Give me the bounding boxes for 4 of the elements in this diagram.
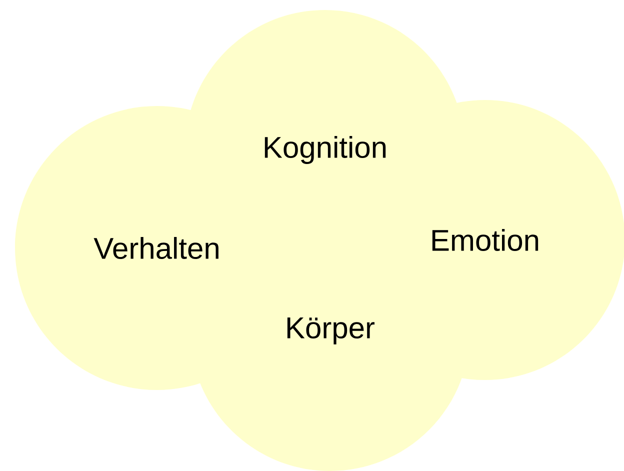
circle-label: Kognition: [264, 136, 386, 164]
circle-label: Körper: [287, 318, 374, 344]
circle-label: Emotion: [432, 228, 538, 252]
circle-label: Verhalten: [94, 236, 218, 260]
